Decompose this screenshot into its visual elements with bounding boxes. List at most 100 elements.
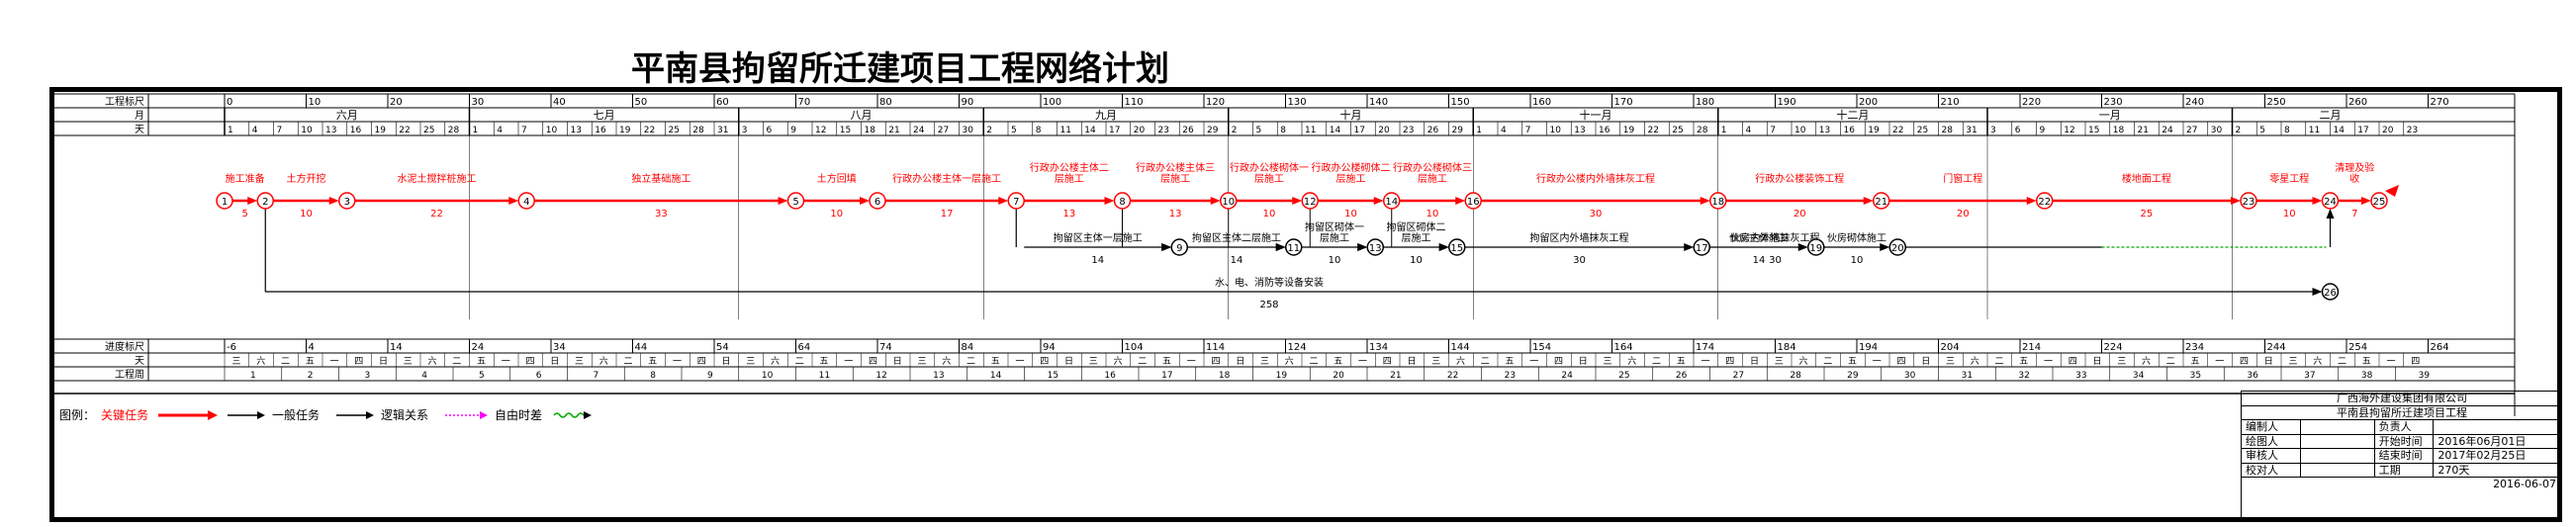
- weekday-label: 二: [2338, 357, 2346, 367]
- node-label: 11: [1287, 243, 1300, 254]
- day-label: 17: [1354, 126, 1365, 135]
- week-label: 30: [1904, 371, 1916, 381]
- week-label: 26: [1676, 371, 1688, 381]
- week-label: 12: [875, 371, 886, 381]
- weekday-label: 四: [1211, 357, 1220, 367]
- general-task-duration: 14: [1753, 255, 1766, 266]
- week-label: 29: [1847, 371, 1859, 381]
- day-label: 15: [840, 126, 851, 135]
- week-label: 28: [1790, 371, 1801, 381]
- node-label: 12: [1304, 197, 1317, 208]
- tb-key: 绘图人: [2242, 434, 2301, 448]
- critical-task-name: 门窗工程: [1943, 172, 1982, 185]
- weekday-label: 六: [1971, 355, 1979, 367]
- node-circle: [1113, 192, 1132, 210]
- scale-tick-label: 80: [879, 97, 892, 108]
- day-label: 3: [742, 126, 748, 135]
- critical-task-name: 行政办公楼装饰工程: [1755, 172, 1844, 185]
- general-arrow-head: [1880, 243, 1890, 251]
- week-label: 13: [933, 371, 944, 381]
- day-label: 16: [1844, 126, 1856, 135]
- day-label: 14: [1330, 126, 1341, 135]
- weekday-label: 三: [1946, 357, 1955, 367]
- scale-tick-label: 220: [2022, 97, 2041, 108]
- critical-task-duration: 10: [1263, 209, 1276, 220]
- node-label: 14: [1385, 197, 1398, 208]
- weekday-label: 三: [1089, 357, 1098, 367]
- progress-tick-label: 214: [2022, 342, 2041, 353]
- critical-task-name: 行政办公楼主体一层施工: [892, 172, 1001, 185]
- node-label: 19: [1809, 243, 1822, 254]
- node-label: 4: [523, 197, 529, 208]
- general-task-name: 层施工: [1402, 231, 1431, 244]
- day-label: 13: [1819, 126, 1830, 135]
- node-label: 25: [2373, 197, 2386, 208]
- critical-task-name: 收: [2349, 172, 2359, 185]
- weekday-label: 日: [2264, 356, 2273, 367]
- progress-tick-label: 4: [309, 342, 315, 353]
- weekday-label: 日: [1750, 356, 1759, 367]
- node-label: 3: [344, 197, 350, 208]
- node-circle: [1448, 238, 1466, 256]
- day-label: 25: [423, 126, 434, 135]
- node-circle: [786, 192, 805, 210]
- node-label: 23: [2243, 197, 2255, 208]
- week-label: 6: [536, 371, 542, 381]
- day-label: 22: [1648, 126, 1659, 135]
- node-circle: [2321, 283, 2340, 301]
- legend-float-label: 自由时差: [495, 408, 542, 422]
- critical-arrow-head: [247, 197, 258, 205]
- node-circle: [1285, 238, 1303, 256]
- weekday-label: 四: [2240, 357, 2249, 367]
- tb-value: [2434, 420, 2562, 434]
- weekday-label: 日: [1579, 356, 1588, 367]
- legend-float-arrow: [480, 411, 488, 419]
- title-block-row: 绘图人 开始时间 2016年06月01日: [2242, 434, 2562, 449]
- critical-task-duration: 17: [941, 209, 954, 220]
- title-block-row: 审核人 结束时间 2017年02月25日: [2242, 449, 2562, 464]
- day-label: 4: [252, 126, 258, 135]
- day-label: 28: [1697, 126, 1708, 135]
- title-block-row: 校对人 工期 270天: [2242, 463, 2562, 478]
- day-label: 12: [2064, 126, 2074, 135]
- week-label: 19: [1276, 371, 1288, 381]
- day-label: 21: [888, 126, 899, 135]
- weekday-label: 二: [795, 357, 804, 367]
- row-label-day: 天: [135, 125, 144, 135]
- weekday-label: 五: [2019, 357, 2028, 367]
- day-label: 19: [619, 126, 631, 135]
- week-label: 5: [479, 371, 485, 381]
- critical-task-name: 行政办公楼主体三: [1136, 161, 1215, 174]
- scale-tick-label: 90: [962, 97, 974, 108]
- weekday-label: 日: [1064, 356, 1073, 367]
- critical-task-name: 土方回填: [817, 172, 857, 185]
- node-circle: [1170, 238, 1188, 256]
- general-arrow-head: [1684, 243, 1695, 251]
- tb-value: 2017年02月25日: [2438, 449, 2527, 462]
- general-task-duration: 30: [1573, 255, 1586, 266]
- day-label: 13: [325, 126, 336, 135]
- week-label: 33: [2075, 371, 2086, 381]
- weekday-label: 四: [1896, 357, 1905, 367]
- legend-logic-label: 逻辑关系: [381, 408, 428, 422]
- general-task-duration: 10: [1410, 255, 1423, 266]
- node-circle: [517, 192, 535, 210]
- critical-task-name: 行政办公楼内外墙抹灰工程: [1536, 172, 1655, 185]
- progress-tick-label: 164: [1614, 342, 1633, 353]
- weekday-label: 四: [525, 357, 534, 367]
- day-label: 28: [692, 126, 704, 135]
- progress-tick-label: 134: [1369, 342, 1388, 353]
- progress-tick-label: 14: [390, 342, 403, 353]
- legend-label: 图例：: [59, 408, 95, 422]
- node-label: 13: [1369, 243, 1382, 254]
- progress-tick-label: 84: [962, 342, 974, 353]
- weekday-label: 二: [452, 357, 461, 367]
- weekday-label: 一: [502, 357, 510, 367]
- critical-task-duration: 30: [1590, 209, 1603, 220]
- legend-critical-arrow: [208, 410, 218, 420]
- critical-arrow-head: [1104, 197, 1115, 205]
- weekday-label: 三: [2288, 357, 2297, 367]
- critical-task-name: 行政办公楼砌体三: [1393, 161, 1472, 174]
- day-label: 20: [1378, 126, 1390, 135]
- day-label: 12: [815, 126, 826, 135]
